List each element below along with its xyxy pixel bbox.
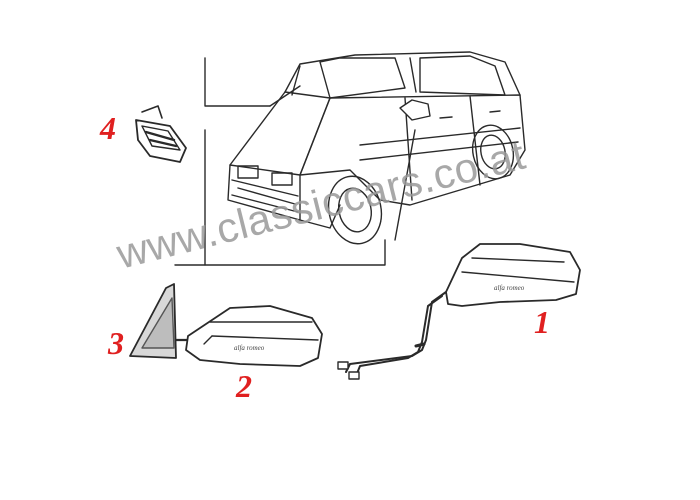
callout-number-3: 3 (108, 325, 124, 361)
part-1-electric-mirror: alfa romeo (337, 243, 581, 380)
callout-number-4: 4 (100, 110, 116, 146)
car-illustration (227, 51, 526, 245)
callout-number-1: 1 (534, 304, 550, 340)
part-2-manual-mirror: alfa romeo (185, 305, 323, 367)
part-4-interior-mirror (135, 105, 187, 163)
svg-text:alfa romeo: alfa romeo (234, 344, 265, 352)
callout-number-2: 2 (236, 368, 252, 404)
callout-guide-lines (174, 57, 416, 266)
part-3-mount-plate (129, 283, 192, 359)
svg-text:alfa romeo: alfa romeo (494, 284, 525, 292)
